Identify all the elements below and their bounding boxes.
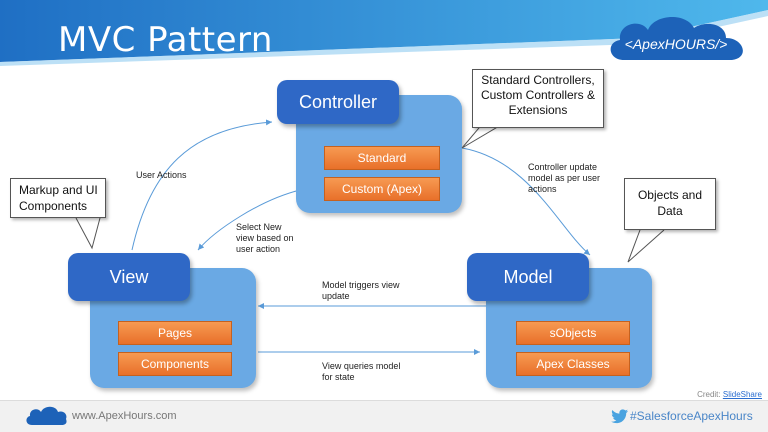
model-label: Model <box>503 266 553 287</box>
view-item-components: Components <box>118 352 232 376</box>
model-item-apex-classes: Apex Classes <box>516 352 630 376</box>
controller-callout: Standard Controllers, Custom Controllers… <box>472 69 604 128</box>
edge-label-select-view: Select New view based on user action <box>236 222 294 254</box>
footer-logo <box>26 406 67 425</box>
controller-item-standard: Standard <box>324 146 440 170</box>
model-callout: Objects and Data <box>624 178 716 230</box>
footer-hashtag: #SalesforceApexHours <box>630 409 753 423</box>
controller-label: Controller <box>298 91 378 112</box>
view-item-pages: Pages <box>118 321 232 345</box>
footer-url[interactable]: www.ApexHours.com <box>72 410 177 422</box>
page-title: MVC Pattern <box>58 20 273 60</box>
credit-link[interactable]: SlideShare <box>722 390 762 399</box>
credit-text: Credit: SlideShare <box>697 390 762 399</box>
edge-user-actions <box>131 119 273 251</box>
edge-label-model-triggers: Model triggers view update <box>322 280 400 301</box>
view-label: View <box>109 266 149 287</box>
model-box: Model <box>467 253 589 301</box>
model-item-sobjects: sObjects <box>516 321 630 345</box>
edge-label-view-queries: View queries model for state <box>322 361 401 382</box>
edge-label-controller-update: Controller update model as per user acti… <box>528 162 601 194</box>
controller-item-custom: Custom (Apex) <box>324 177 440 201</box>
view-box: View <box>68 253 190 301</box>
logo-text: <ApexHOURS/> <box>625 36 728 52</box>
twitter-icon <box>611 409 628 424</box>
view-callout: Markup and UI Components <box>10 178 106 218</box>
edge-select-view <box>197 189 301 251</box>
footer-bar <box>0 400 768 432</box>
edge-controller-update <box>461 147 591 256</box>
apexhours-logo: <ApexHOURS/> <box>610 16 743 60</box>
header-banner <box>0 0 768 66</box>
edge-label-user-actions: User Actions <box>136 170 187 180</box>
controller-box: Controller <box>277 80 399 124</box>
